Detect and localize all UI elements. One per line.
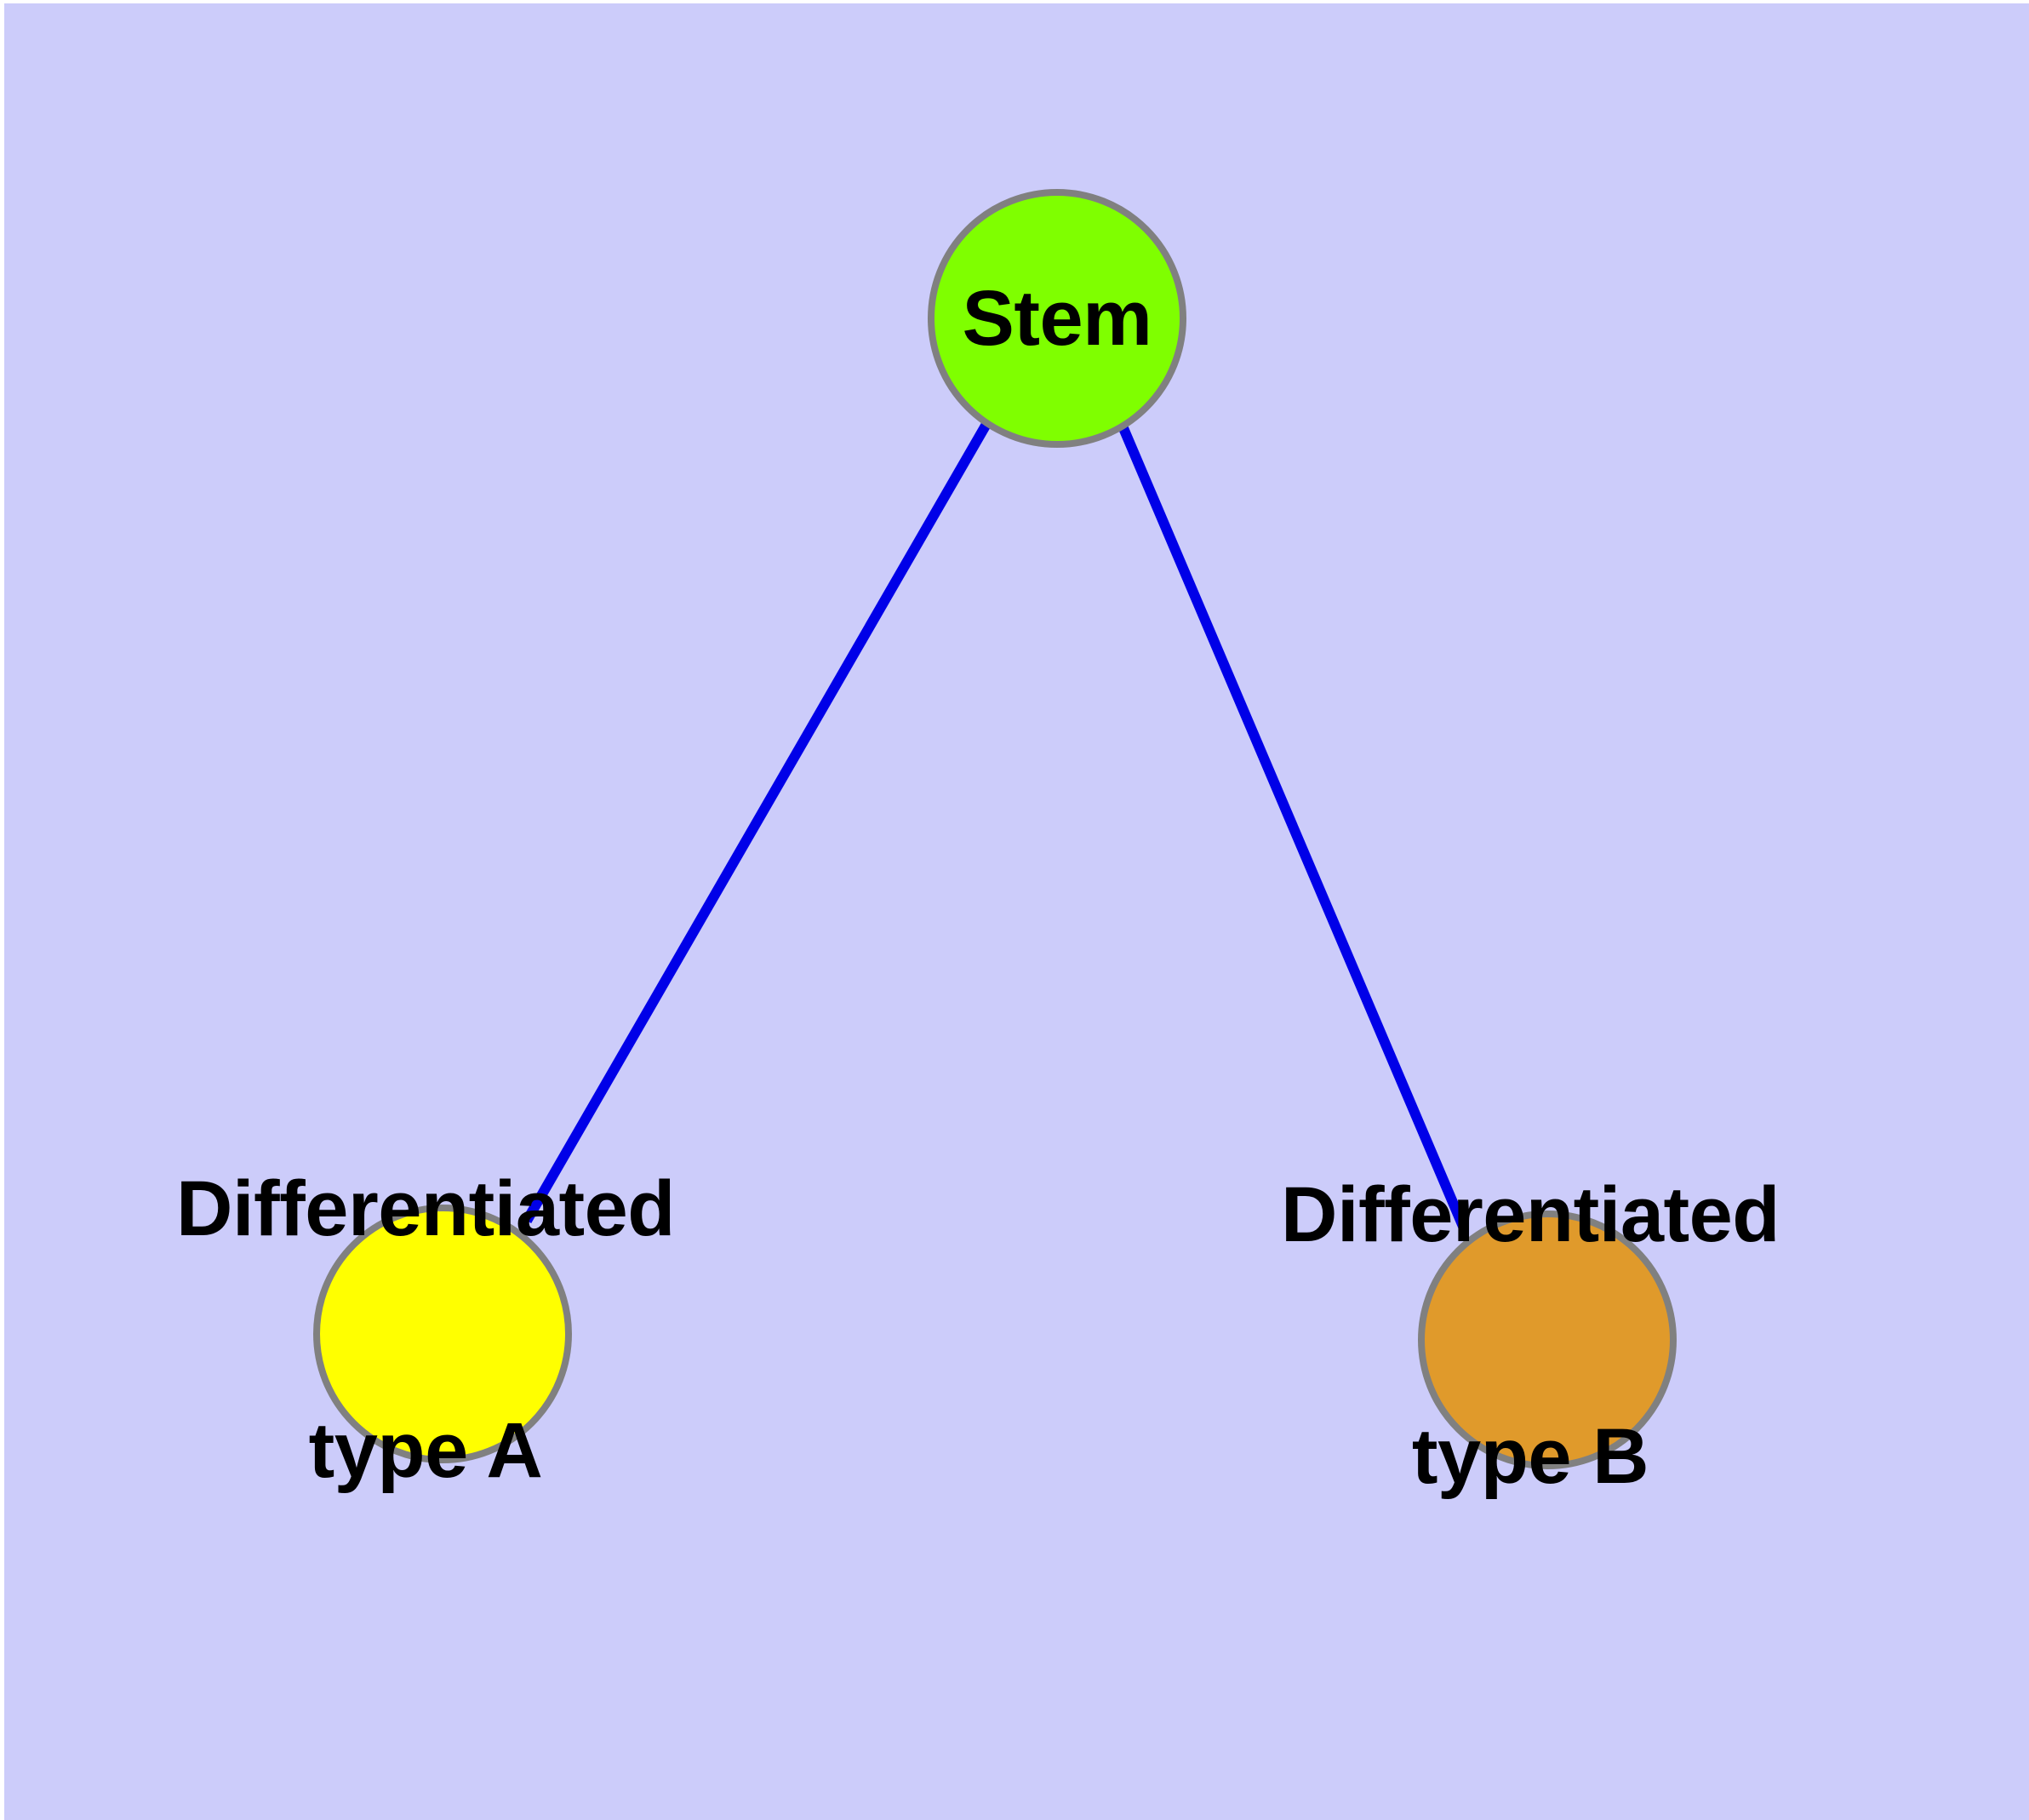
node-differentiated-type-a[interactable]: [313, 1205, 572, 1463]
edge-stem-to-differentiated-b[interactable]: [1118, 426, 1469, 1231]
node-differentiated-type-b[interactable]: [1418, 1210, 1677, 1469]
edge-stem-to-differentiated-a[interactable]: [522, 423, 991, 1223]
node-layer: [313, 189, 1677, 1469]
node-stem[interactable]: [928, 189, 1186, 448]
edge-layer: [522, 423, 1469, 1231]
